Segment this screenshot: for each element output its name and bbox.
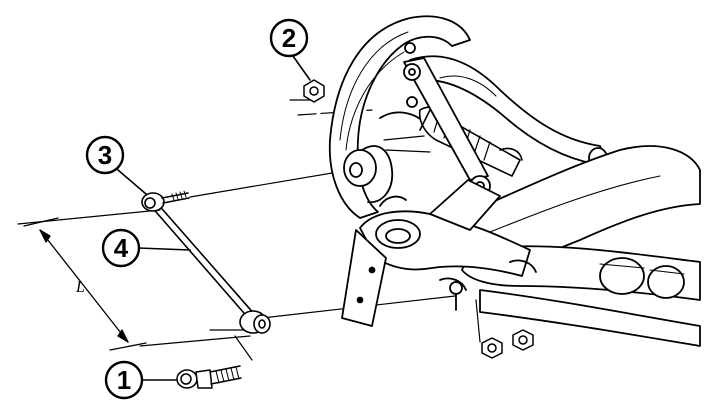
nut xyxy=(303,79,325,103)
callout-1-label: 1 xyxy=(117,365,131,395)
lower-arm xyxy=(341,179,537,327)
link-rod xyxy=(141,190,271,334)
callout-4: 4 xyxy=(101,228,191,268)
callout-3-label: 3 xyxy=(98,140,112,170)
dimension-label-l: L xyxy=(75,279,85,296)
callout-2-label: 2 xyxy=(282,23,296,53)
upper-control-arm xyxy=(403,55,609,197)
callout-2: 2 xyxy=(269,18,311,81)
callout-4-label: 4 xyxy=(114,233,129,263)
callout-1: 1 xyxy=(104,360,177,400)
wheel-hub xyxy=(328,15,471,219)
callout-3: 3 xyxy=(85,135,147,195)
lower-nuts xyxy=(481,329,534,359)
dimension-l xyxy=(23,217,147,351)
bolt xyxy=(176,365,242,389)
